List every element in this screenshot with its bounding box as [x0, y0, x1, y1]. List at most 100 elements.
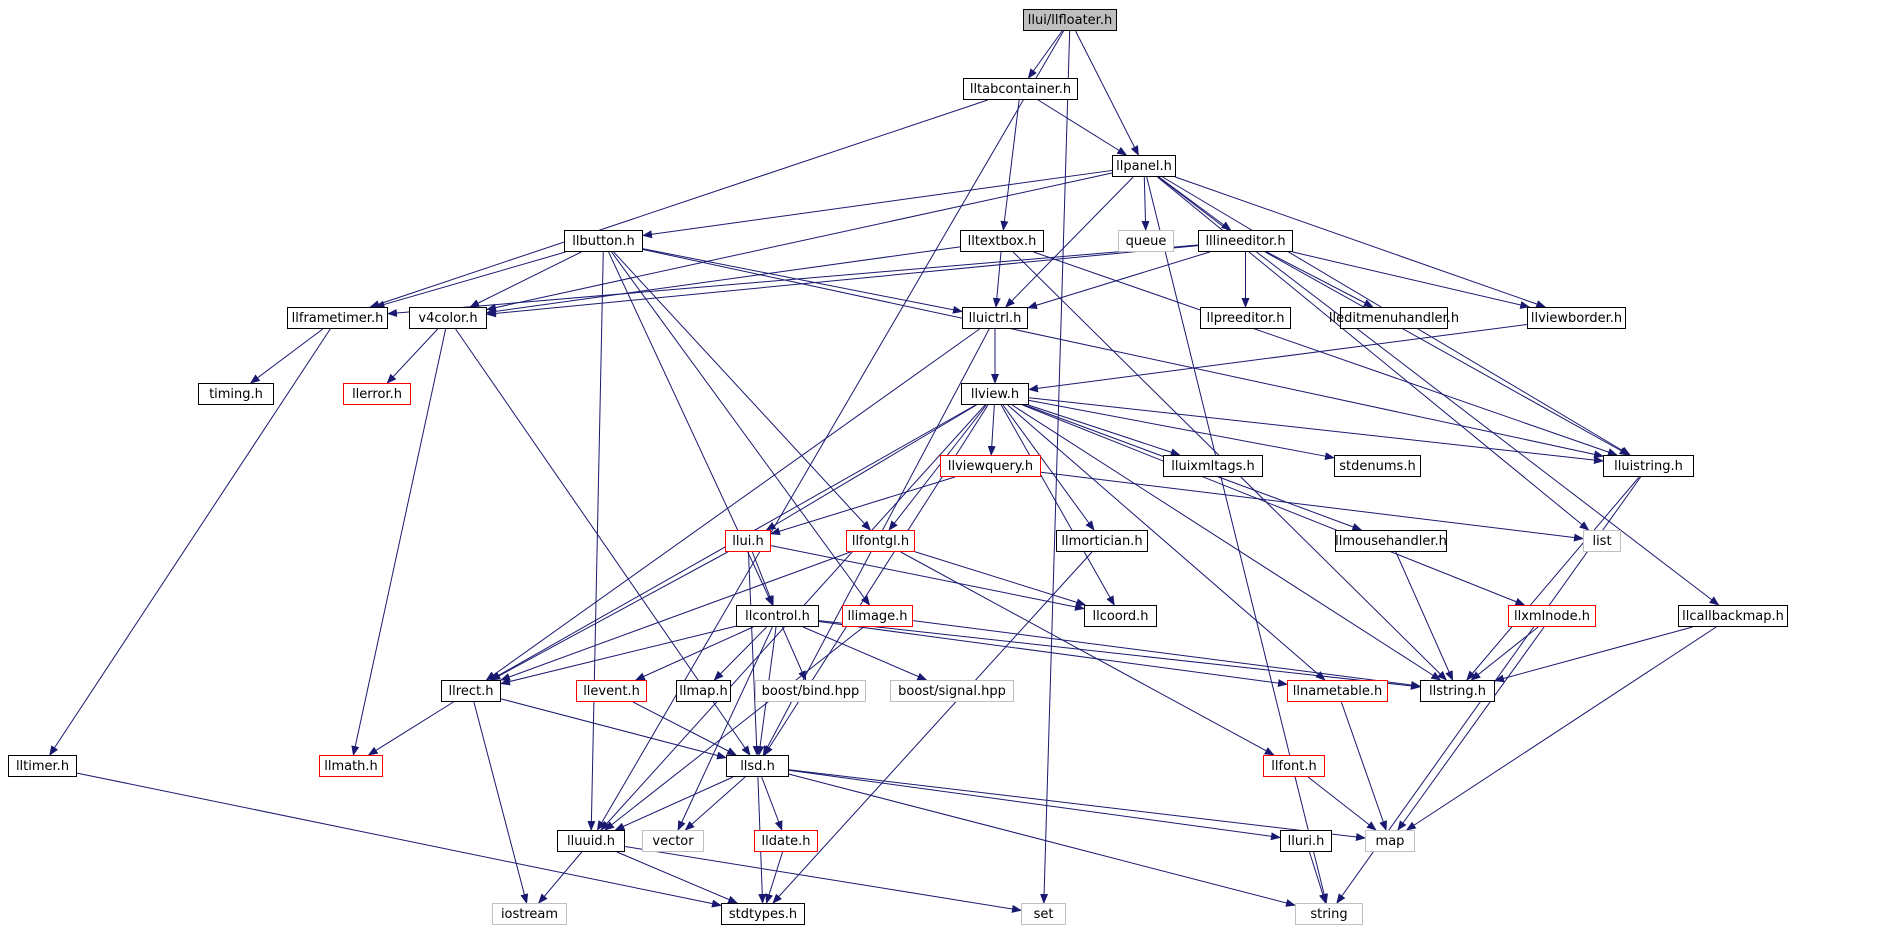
edge-panel-to-uictrl — [1005, 176, 1134, 308]
edge-view-to-string_h — [1011, 404, 1442, 681]
edge-sd-to-string — [788, 773, 1296, 907]
node-llviewquery[interactable]: llviewquery.h — [940, 455, 1041, 477]
node-llfont[interactable]: llfont.h — [1263, 755, 1325, 777]
edge-button-to-uuid — [587, 251, 604, 831]
edge-fontgl-to-coord — [914, 551, 1087, 607]
edge-button-to-v4color — [469, 251, 582, 308]
node-vector: vector — [642, 830, 704, 852]
edge-panel-to-viewborder — [1175, 176, 1547, 308]
node-boost-signal: boost/signal.hpp — [890, 680, 1014, 702]
edge-uuid-to-stdtypes — [616, 851, 739, 904]
node-llsd[interactable]: llsd.h — [726, 755, 789, 777]
edge-viewquery-to-ui — [770, 476, 956, 536]
edge-v4color-to-error — [386, 328, 439, 384]
edge-sd-to-uri — [788, 769, 1281, 841]
edge-sd-to-date — [761, 776, 783, 831]
node-llviewborder[interactable]: llviewborder.h — [1527, 307, 1626, 329]
node-llframetimer[interactable]: llframetimer.h — [287, 307, 388, 329]
edge-control-to-vector — [677, 626, 773, 831]
node-lltimer[interactable]: lltimer.h — [8, 755, 77, 777]
node-llmortician[interactable]: llmortician.h — [1056, 530, 1148, 552]
edge-view-to-stdenums — [1028, 399, 1335, 461]
edge-fontgl-to-font — [900, 551, 1275, 756]
edge-root-to-uuid — [596, 30, 1065, 831]
edge-view-to-ui — [765, 404, 977, 531]
node-stdenums[interactable]: stdenums.h — [1334, 455, 1421, 477]
edge-tabcontainer-to-frametimer — [369, 99, 988, 308]
node-lltabcontainer[interactable]: lltabcontainer.h — [963, 78, 1078, 100]
edge-sd-to-uuid — [614, 776, 734, 831]
edge-root-to-panel — [1075, 30, 1139, 156]
node-llmath[interactable]: llmath.h — [319, 755, 383, 777]
node-lllineeditor[interactable]: lllineeditor.h — [1198, 230, 1293, 252]
node-llmousehandler[interactable]: llmousehandler.h — [1335, 530, 1447, 552]
node-string: string — [1295, 903, 1363, 925]
edge-panel-to-lineeditor — [1158, 176, 1232, 231]
edge-lineeditor-to-uictrl — [1027, 251, 1210, 310]
node-llui[interactable]: llui.h — [725, 530, 771, 552]
edge-button-to-uictrl — [642, 248, 963, 314]
edge-control-to-nametable — [818, 621, 1288, 688]
edge-ui-to-sd — [747, 551, 761, 756]
node-llimage[interactable]: llimage.h — [842, 605, 913, 627]
node-llpreeditor[interactable]: llpreeditor.h — [1200, 307, 1291, 329]
node-lluri[interactable]: lluri.h — [1280, 830, 1332, 852]
node-lleditmenuhandler[interactable]: lleditmenuhandler.h — [1329, 307, 1459, 329]
edge-rect-to-iostream — [473, 701, 529, 904]
node-lluuid[interactable]: lluuid.h — [557, 830, 625, 852]
node-lluistring[interactable]: lluistring.h — [1603, 455, 1694, 477]
edge-mortician-to-stdtypes — [772, 551, 1093, 904]
edge-frametimer-to-timing — [249, 328, 324, 384]
edge-panel-to-string — [1146, 176, 1329, 904]
node-llview[interactable]: llview.h — [961, 383, 1029, 405]
edge-control-to-string_h — [818, 620, 1421, 690]
edge-ui-to-rect — [490, 551, 728, 681]
edge-fontgl-to-rect — [500, 551, 851, 681]
edge-ui-to-coord — [770, 545, 1085, 611]
node-timing[interactable]: timing.h — [198, 383, 274, 405]
edge-sd-to-map — [788, 769, 1366, 841]
node-llpanel[interactable]: llpanel.h — [1112, 155, 1176, 177]
edge-control-to-boostsignal — [802, 626, 928, 681]
edge-xmlnode-to-map — [1397, 626, 1545, 831]
edge-rect-to-math — [367, 701, 454, 756]
edge-mousehandler-to-string_h — [1395, 551, 1454, 681]
node-root-llfloater[interactable]: llui/llfloater.h — [1023, 9, 1117, 31]
node-v4color[interactable]: v4color.h — [409, 307, 487, 329]
edge-control-to-boostbind — [781, 626, 807, 681]
edge-button-to-frametimer — [374, 251, 566, 309]
node-list: list — [1583, 530, 1621, 552]
node-llcoord[interactable]: llcoord.h — [1084, 605, 1157, 627]
edge-control-to-event — [634, 626, 754, 681]
edge-view-to-mortician — [1002, 404, 1095, 531]
edge-callbackmap-to-string_h — [1494, 626, 1693, 683]
edge-lineeditor-to-viewborder — [1292, 251, 1531, 309]
node-llbutton[interactable]: llbutton.h — [564, 230, 643, 252]
edge-event-to-sd — [632, 701, 737, 756]
node-llnametable[interactable]: llnametable.h — [1287, 680, 1388, 702]
edge-lineeditor-to-uistring — [1264, 251, 1630, 456]
edge-view-to-xmlnode — [1022, 404, 1526, 606]
edge-panel-to-v4color — [486, 172, 1113, 312]
node-llevent[interactable]: llevent.h — [576, 680, 647, 702]
node-llstring[interactable]: llstring.h — [1420, 680, 1495, 702]
edge-font-to-map — [1307, 776, 1377, 831]
node-llrect[interactable]: llrect.h — [441, 680, 501, 702]
node-llmap[interactable]: llmap.h — [676, 680, 731, 702]
node-llxmlnode[interactable]: llxmlnode.h — [1508, 605, 1596, 627]
node-lltextbox[interactable]: lltextbox.h — [960, 230, 1044, 252]
node-lluictrl[interactable]: lluictrl.h — [962, 307, 1028, 329]
edge-timer-to-stdtypes — [76, 772, 722, 908]
node-lldate[interactable]: lldate.h — [754, 830, 818, 852]
edge-lineeditor-to-frametimer — [387, 244, 1199, 317]
edge-view-to-uixmltags — [1028, 404, 1181, 456]
node-llfontgl[interactable]: llfontgl.h — [846, 530, 915, 552]
edge-view-to-coord — [1000, 404, 1115, 606]
node-stdtypes[interactable]: stdtypes.h — [721, 903, 805, 925]
node-llcontrol[interactable]: llcontrol.h — [736, 605, 819, 627]
node-lluixmltags[interactable]: lluixmltags.h — [1163, 455, 1263, 477]
node-llcallbackmap[interactable]: llcallbackmap.h — [1678, 605, 1788, 627]
node-llerror[interactable]: llerror.h — [343, 383, 411, 405]
edge-button-to-image — [611, 251, 871, 606]
